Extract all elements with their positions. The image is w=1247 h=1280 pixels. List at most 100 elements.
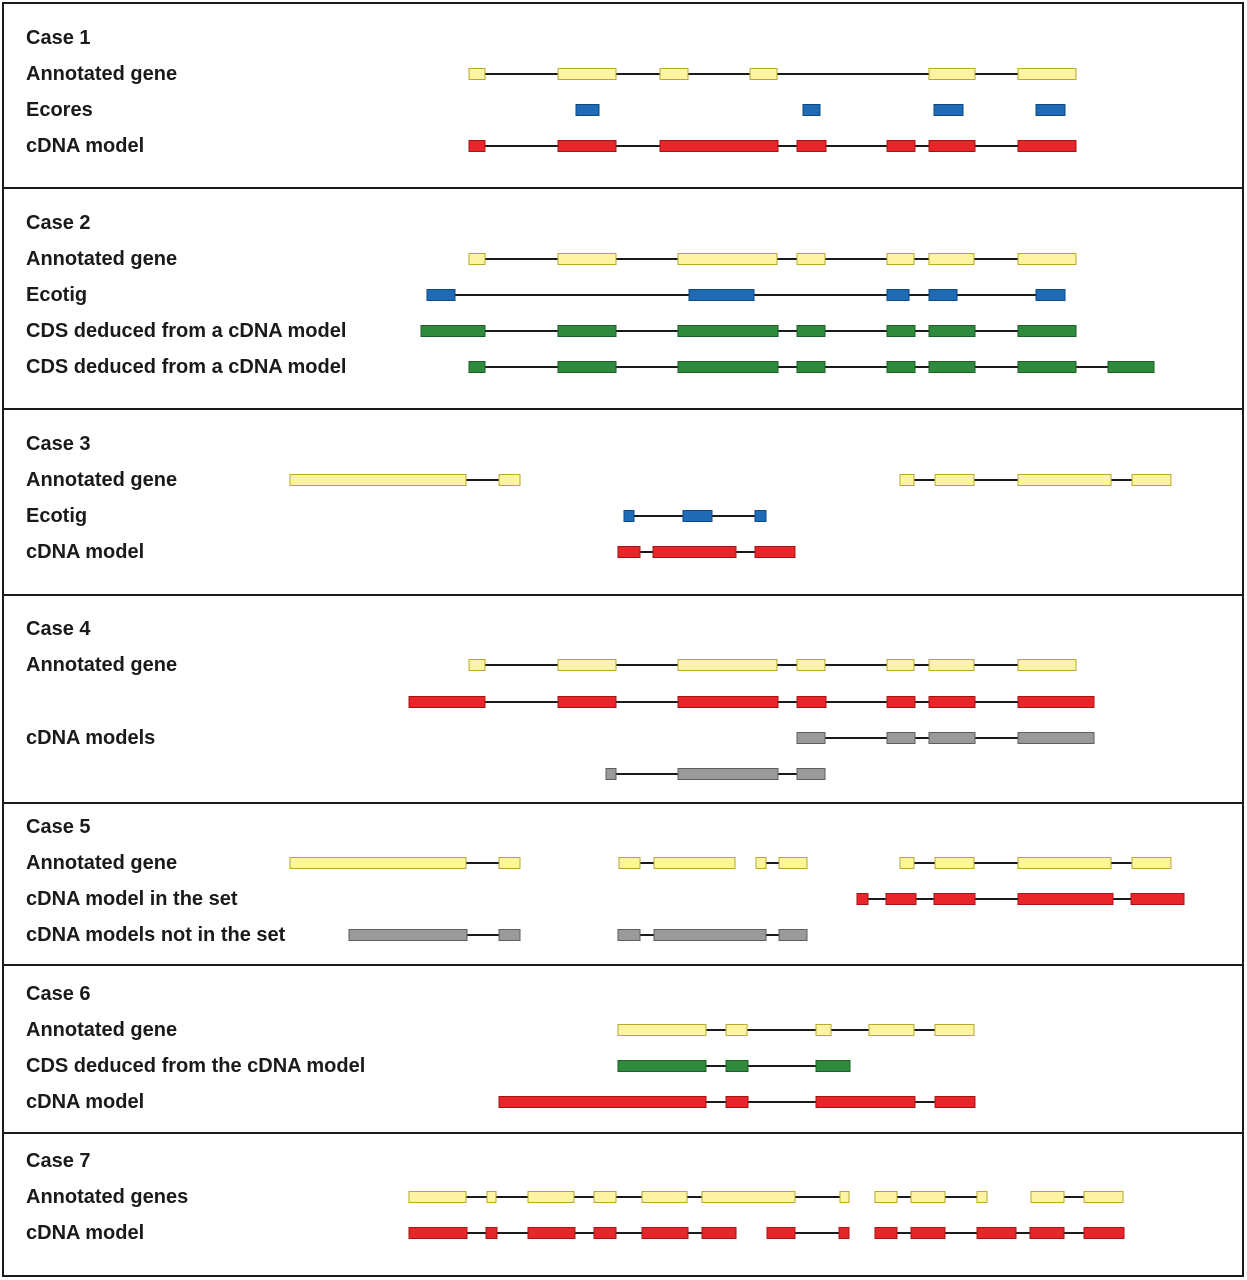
exon-box — [934, 1096, 976, 1108]
exon-box — [1017, 732, 1095, 744]
exon-box — [976, 1191, 988, 1203]
exon-box — [575, 104, 600, 116]
exon-box — [796, 696, 827, 708]
annotated-track — [468, 659, 1077, 671]
exon-box — [677, 361, 779, 373]
case-panel-6 — [498, 1024, 976, 1108]
row-label: cDNA model — [26, 1091, 145, 1113]
exon-box — [928, 659, 975, 671]
case-title: Case 2 — [26, 212, 91, 234]
case-title: Case 4 — [26, 618, 91, 640]
row-label: cDNA model — [26, 541, 145, 563]
exon-box — [618, 857, 641, 869]
exon-box — [498, 474, 521, 486]
exon-box — [659, 140, 779, 152]
exon-box — [796, 659, 826, 671]
row-label: Annotated gene — [26, 654, 178, 676]
exon-box — [468, 68, 486, 80]
exon-box — [498, 1096, 707, 1108]
exon-box — [408, 1227, 468, 1239]
exon-box — [617, 546, 641, 558]
other-track — [605, 768, 826, 780]
exon-box — [617, 929, 641, 941]
exon-box — [617, 1024, 707, 1036]
exon-box — [1017, 253, 1077, 265]
row-label: Ecotig — [26, 505, 88, 527]
cdna-track — [856, 893, 1185, 905]
row-label: cDNA model — [26, 135, 145, 157]
exon-box — [682, 510, 713, 522]
case-title: Case 1 — [26, 27, 91, 49]
exon-box — [874, 1191, 898, 1203]
exon-box — [796, 732, 826, 744]
exon-box — [623, 510, 635, 522]
exon-box — [796, 253, 826, 265]
other-track — [348, 929, 521, 941]
exon-box — [688, 289, 755, 301]
exon-box — [677, 696, 779, 708]
exon-box — [886, 253, 915, 265]
cdna-track — [766, 1227, 850, 1239]
exon-box — [886, 696, 916, 708]
exon-box — [426, 289, 456, 301]
cdna-track — [874, 1227, 1125, 1239]
annotated-track — [408, 1191, 850, 1203]
exon-box — [485, 1227, 498, 1239]
exon-box — [899, 857, 915, 869]
exon-box — [1083, 1191, 1124, 1203]
exon-box — [527, 1227, 576, 1239]
exon-box — [1017, 659, 1077, 671]
exon-box — [928, 732, 976, 744]
exon-box — [701, 1227, 737, 1239]
exon-box — [557, 68, 617, 80]
annotated-track — [755, 857, 808, 869]
case-panel-5 — [289, 857, 1185, 941]
row-label: Ecores — [26, 99, 93, 121]
exon-box — [557, 325, 617, 337]
cdna-track — [408, 1227, 737, 1239]
exon-box — [593, 1227, 617, 1239]
exon-box — [755, 857, 767, 869]
exon-box — [778, 857, 808, 869]
row-label: CDS deduced from a cDNA model — [26, 356, 347, 378]
exon-box — [498, 929, 521, 941]
exon-box — [886, 732, 916, 744]
exon-box — [725, 1024, 748, 1036]
exon-box — [1035, 289, 1066, 301]
exon-box — [910, 1191, 946, 1203]
annotated-track — [899, 857, 1172, 869]
exon-box — [766, 1227, 796, 1239]
exon-box — [677, 659, 778, 671]
exon-box — [1017, 474, 1112, 486]
row-label: cDNA models — [26, 727, 156, 749]
exon-box — [839, 1191, 850, 1203]
case-title: Case 6 — [26, 983, 91, 1005]
exon-box — [1017, 857, 1112, 869]
case-title: Case 7 — [26, 1150, 91, 1172]
exon-box — [1017, 140, 1077, 152]
exon-box — [593, 1191, 617, 1203]
exon-box — [557, 361, 617, 373]
row-label: CDS deduced from the cDNA model — [26, 1055, 366, 1077]
cdna-track — [498, 1096, 976, 1108]
exon-box — [1017, 68, 1077, 80]
exon-box — [796, 361, 826, 373]
exon-box — [468, 253, 486, 265]
exon-box — [652, 546, 737, 558]
exon-box — [933, 104, 964, 116]
exon-box — [468, 659, 486, 671]
row-label: cDNA model in the set — [26, 888, 238, 910]
exon-box — [928, 68, 976, 80]
exon-box — [886, 361, 916, 373]
exon-box — [796, 140, 827, 152]
exon-box — [1030, 1191, 1065, 1203]
exon-box — [899, 474, 915, 486]
exon-box — [701, 1191, 796, 1203]
exon-box — [408, 696, 486, 708]
exon-box — [796, 768, 826, 780]
exon-box — [1131, 857, 1172, 869]
exon-box — [557, 253, 617, 265]
exon-box — [498, 857, 521, 869]
